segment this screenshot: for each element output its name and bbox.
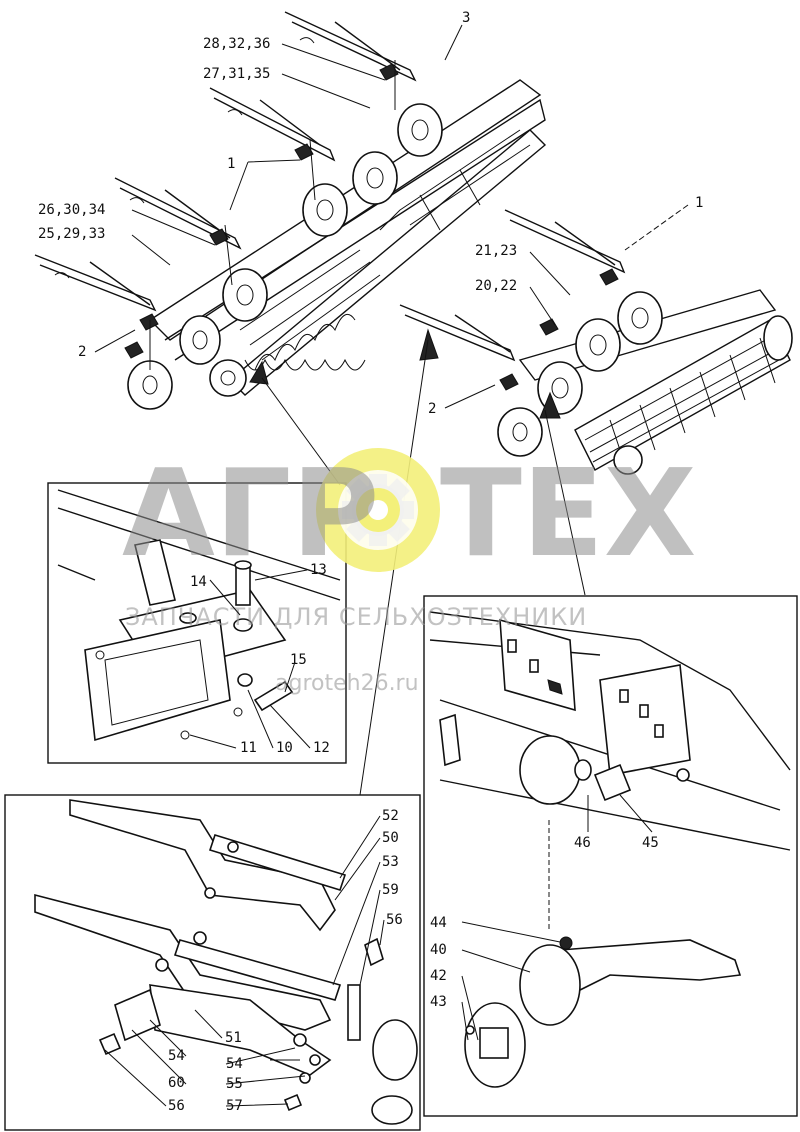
detail-box-bracket <box>47 482 347 764</box>
callout-label: 2 <box>78 344 86 360</box>
callout-label: 43 <box>430 994 447 1010</box>
detail-box-arms <box>4 794 421 1131</box>
watermark-right-letters: ТЕХ <box>440 445 696 584</box>
callout-label: 56 <box>168 1098 185 1114</box>
callout-label: 46 <box>574 835 591 851</box>
callout-label: 11 <box>240 740 257 756</box>
watermark-left-letters: АГР <box>122 445 379 584</box>
discs-right <box>497 291 663 457</box>
callout-label: 53 <box>382 854 399 870</box>
callout-label: 1 <box>695 195 703 211</box>
callout-label: 28,32,36 <box>203 36 270 52</box>
callout-label: 1 <box>227 156 235 172</box>
callout-label: 25,29,33 <box>38 226 105 242</box>
right-cultivator-assembly <box>399 209 793 475</box>
watermark-subtitle: ЗАПЧАСТИ ДЛЯ СЕЛЬХОЗТЕХНИКИ <box>125 603 587 631</box>
callout-label: 54 <box>226 1056 243 1072</box>
cage-roller <box>574 315 793 475</box>
callout-label: 50 <box>382 830 399 846</box>
callout-label: 55 <box>226 1076 243 1092</box>
callout-label: 60 <box>168 1075 185 1091</box>
callout-label: 14 <box>190 574 207 590</box>
callout-label: 51 <box>225 1030 242 1046</box>
callout-label: 2 <box>428 401 436 417</box>
callout-label: 54 <box>168 1048 185 1064</box>
callout-label: 56 <box>386 912 403 928</box>
detail-box-hub <box>423 595 798 1117</box>
callout-label: 40 <box>430 942 447 958</box>
watermark: АГР ТЕХ ЗАПЧАСТИ ДЛЯ СЕЛЬХОЗТЕХНИКИ agro… <box>122 445 696 696</box>
tine-arms-right <box>399 209 626 362</box>
callout-label: 20,22 <box>475 278 517 294</box>
main-cultivator-assembly <box>34 11 547 410</box>
callout-label: 44 <box>430 915 447 931</box>
discs-main <box>127 103 443 410</box>
callout-label: 26,30,34 <box>38 202 105 218</box>
callout-label: 13 <box>310 562 327 578</box>
callout-label: 42 <box>430 968 447 984</box>
callout-label: 3 <box>462 10 470 26</box>
callout-label: 15 <box>290 652 307 668</box>
callout-label: 59 <box>382 882 399 898</box>
callout-label: 21,23 <box>475 243 517 259</box>
callout-label: 52 <box>382 808 399 824</box>
callout-leaders <box>94 43 653 1107</box>
callout-label: 45 <box>642 835 659 851</box>
callout-labels: 3 28,32,36 27,31,35 1 26,30,34 25,29,33 … <box>38 10 703 1114</box>
gear-icon <box>316 448 440 572</box>
tine-arms-main <box>34 11 417 312</box>
watermark-url: agroteh26.ru <box>275 671 419 696</box>
callout-label: 12 <box>313 740 330 756</box>
callout-label: 27,31,35 <box>203 66 270 82</box>
callout-label: 10 <box>276 740 293 756</box>
